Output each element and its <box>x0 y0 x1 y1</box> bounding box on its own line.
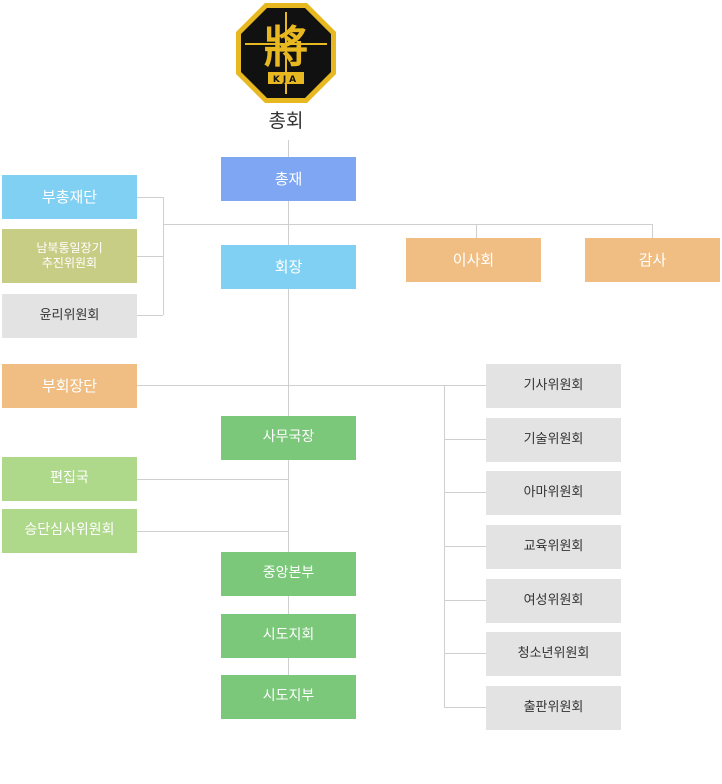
promotion-review-box: 승단심사위원회 <box>2 509 137 553</box>
connector-president-chairman <box>288 201 289 245</box>
connector-assoc-branch <box>288 658 289 675</box>
connector-left-vertical <box>163 197 164 315</box>
audit-box: 감사 <box>585 238 720 282</box>
connector-vicechair-horizontal <box>137 385 486 386</box>
connector-title-president <box>288 140 289 157</box>
secretary-general-box: 사무국장 <box>221 416 356 460</box>
connector-chairman-down <box>288 289 289 416</box>
connector-committee-4 <box>444 546 486 547</box>
connector-editorial <box>137 479 288 480</box>
connector-committee-3 <box>444 492 486 493</box>
connector-board <box>476 224 477 238</box>
connector-committee-2 <box>444 439 486 440</box>
city-province-assoc-box: 시도지회 <box>221 614 356 658</box>
vice-president-group-box: 부총재단 <box>2 175 137 219</box>
committee-box: 기사위원회 <box>486 364 621 408</box>
president-box: 총재 <box>221 157 356 201</box>
connector-horizontal-main <box>163 224 653 225</box>
connector-vicepres-group <box>137 197 163 198</box>
committee-box: 아마위원회 <box>486 471 621 515</box>
logo-abbr: KJA <box>273 75 299 85</box>
connector-committee-7 <box>444 707 486 708</box>
vice-chair-group-box: 부회장단 <box>2 364 137 408</box>
connector-ethics <box>137 315 163 316</box>
connector-secretary-down <box>288 460 289 552</box>
connector-promotion <box>137 531 288 532</box>
connector-hq-assoc <box>288 596 289 614</box>
board-box: 이사회 <box>406 238 541 282</box>
committee-box: 청소년위원회 <box>486 632 621 676</box>
editorial-box: 편집국 <box>2 457 137 501</box>
connector-audit <box>652 224 653 238</box>
committee-box: 여성위원회 <box>486 579 621 623</box>
connector-unification <box>137 256 163 257</box>
unification-committee-line1: 남북통일장기 <box>36 241 103 255</box>
connector-committee-5 <box>444 600 486 601</box>
committee-box: 기술위원회 <box>486 418 621 462</box>
committee-box: 출판위원회 <box>486 686 621 730</box>
kja-logo: 將 KJA <box>236 3 336 103</box>
committee-box: 교육위원회 <box>486 525 621 569</box>
chairman-box: 회장 <box>221 245 356 289</box>
ethics-committee-box: 윤리위원회 <box>2 294 137 338</box>
city-province-branch-box: 시도지부 <box>221 675 356 719</box>
unification-committee-line2: 추진위원회 <box>41 256 98 270</box>
central-hq-box: 중앙본부 <box>221 552 356 596</box>
unification-committee-box: 남북통일장기 추진위원회 <box>2 229 137 283</box>
logo-glyph: 將 <box>264 22 308 73</box>
general-assembly-title: 총회 <box>268 110 304 132</box>
connector-committee-6 <box>444 653 486 654</box>
